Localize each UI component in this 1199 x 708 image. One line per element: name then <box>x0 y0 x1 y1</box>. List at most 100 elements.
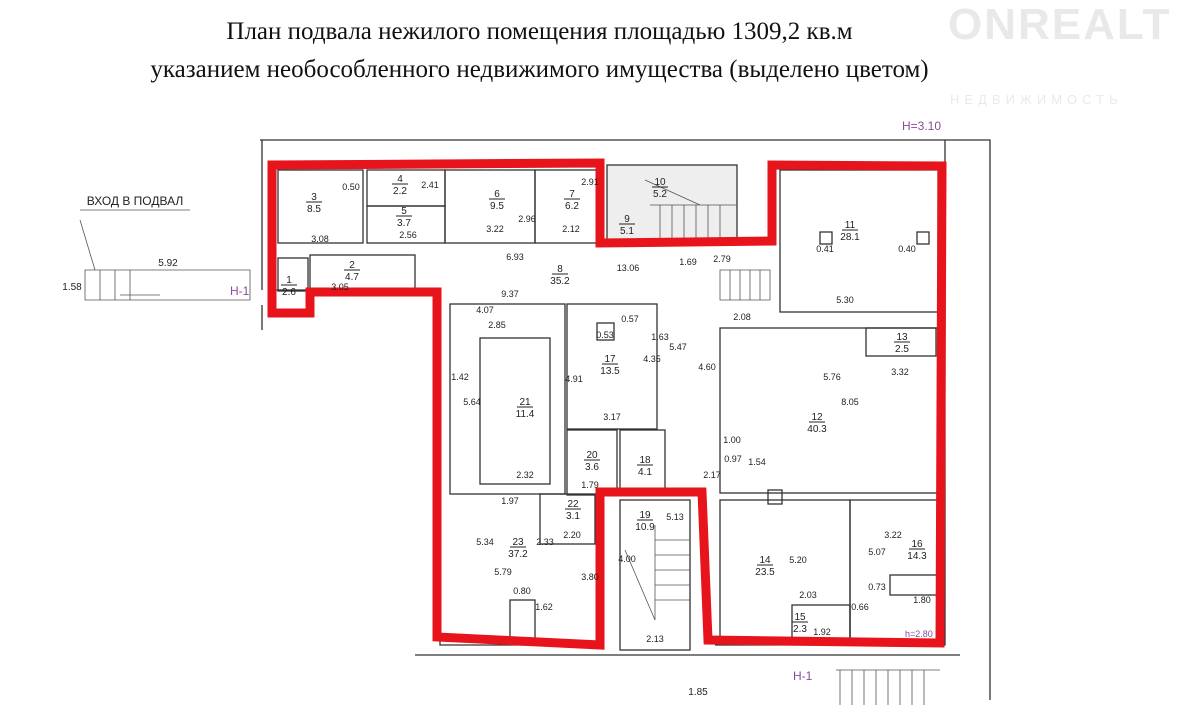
dimension-label: 5.07 <box>868 547 886 557</box>
room-number: 3 <box>311 192 317 203</box>
room-area: 6.2 <box>565 201 579 212</box>
dimension-label: 0.80 <box>513 586 531 596</box>
dimension-label: 1.54 <box>748 457 766 467</box>
stairs <box>79 179 940 705</box>
dimension-label: 1.00 <box>723 435 741 445</box>
room-number: 8 <box>557 264 563 275</box>
room-number: 10 <box>654 177 666 188</box>
room-number: 16 <box>911 539 923 550</box>
room-area: 2.6 <box>282 287 296 298</box>
room-area: 9.5 <box>490 201 504 212</box>
room-area: 11.4 <box>516 409 535 420</box>
room-number: 11 <box>845 220 856 231</box>
room-area: 5.2 <box>653 189 667 200</box>
room-label: 69.5 <box>489 189 505 212</box>
dimension-label: 13.06 <box>617 263 640 273</box>
room-number: 20 <box>586 450 598 461</box>
room-label: 152.3 <box>792 612 808 635</box>
dimension-label: 0.50 <box>342 182 360 192</box>
dimension-label: 3.80 <box>581 572 599 582</box>
room-number: 12 <box>811 412 823 423</box>
room-area: 4.7 <box>345 272 359 283</box>
dimension-label: 4.35 <box>643 354 661 364</box>
room-label: 203.6 <box>584 450 600 473</box>
room-label: 835.2 <box>550 264 570 287</box>
dimension-label: 5.20 <box>789 555 807 565</box>
dimension-label: 5.13 <box>666 512 684 522</box>
room-area: 4.1 <box>638 467 652 478</box>
room-area: 3.1 <box>566 511 580 522</box>
dimension-label: 2.91 <box>581 177 599 187</box>
room-label: 105.2 <box>652 177 668 200</box>
ramp-length: 5.92 <box>158 258 178 269</box>
dimension-label: 1.97 <box>501 496 519 506</box>
room-number: 2 <box>349 260 355 271</box>
room-area: 8.5 <box>307 204 321 215</box>
height-label-bottom: h=2.80 <box>905 629 933 639</box>
dimension-label: 5.76 <box>823 372 841 382</box>
dimension-label: 2.17 <box>703 470 721 480</box>
room-area: 3.7 <box>397 218 411 229</box>
dimension-label: 1.62 <box>535 602 553 612</box>
dimension-label: 3.17 <box>603 412 621 422</box>
dimension-label: 3.05 <box>331 282 349 292</box>
dimension-label: 2.12 <box>562 224 580 234</box>
room-label: 132.5 <box>894 332 910 355</box>
room-area: 14.3 <box>907 551 927 562</box>
dimension-label: 4.91 <box>565 374 583 384</box>
entrance-label: ВХОД В ПОДВАЛ <box>87 194 184 208</box>
room-number: 5 <box>401 206 407 217</box>
dimension-label: 2.32 <box>516 470 534 480</box>
dimension-label: 0.41 <box>816 244 834 254</box>
section-label-bottom: H-1 <box>793 669 813 683</box>
room-area: 28.1 <box>840 232 860 243</box>
room-area: 2.5 <box>895 344 909 355</box>
dimension-label: 3.32 <box>891 367 909 377</box>
dimension-label: 5.30 <box>836 295 854 305</box>
dim-bottom: 1.85 <box>688 687 708 698</box>
room-label: 184.1 <box>637 455 653 478</box>
room-area: 40.3 <box>807 424 827 435</box>
plan-subtitle: указанием необособленного недвижимого им… <box>150 56 929 83</box>
room-area: 13.5 <box>600 366 620 377</box>
dimension-label: 1.42 <box>451 372 469 382</box>
dimension-label: 3.22 <box>486 224 504 234</box>
room-number: 9 <box>624 214 630 225</box>
dimension-label: 2.96 <box>518 214 536 224</box>
room-number: 14 <box>759 555 771 566</box>
dimension-label: 1.63 <box>651 332 669 342</box>
room-area: 2.2 <box>393 186 407 197</box>
room-number: 13 <box>896 332 908 343</box>
height-label-top: H=3.10 <box>902 119 941 133</box>
room-number: 17 <box>604 354 616 365</box>
dimension-label: 2.08 <box>733 312 751 322</box>
dimension-label: 0.57 <box>621 314 639 324</box>
dimension-label: 2.13 <box>646 634 664 644</box>
room-number: 15 <box>794 612 806 623</box>
dimension-label: 1.92 <box>813 627 831 637</box>
dimension-label: 2.03 <box>799 590 817 600</box>
dimension-label: 2.20 <box>563 530 581 540</box>
room-label: 76.2 <box>564 189 580 212</box>
dimension-label: 0.53 <box>596 330 614 340</box>
dimension-label: 0.66 <box>851 602 869 612</box>
dimension-label: 4.07 <box>476 305 494 315</box>
watermark-sub: НЕДВИЖИМОСТЬ <box>950 92 1123 107</box>
dimension-label: 9.37 <box>501 289 519 299</box>
dimension-label: 4.00 <box>618 554 636 564</box>
dimension-label: 3.22 <box>884 530 902 540</box>
room-area: 23.5 <box>755 567 775 578</box>
room-number: 21 <box>519 397 531 408</box>
room-label: 38.5 <box>306 192 322 215</box>
room-label: 12.6 <box>281 275 297 298</box>
room-labels: 12.624.738.542.253.769.576.2835.295.1105… <box>281 174 927 635</box>
room-number: 19 <box>639 510 651 521</box>
highlighted-area-outline <box>267 158 947 650</box>
room-number: 18 <box>639 455 651 466</box>
room-label: 24.7 <box>344 260 360 283</box>
